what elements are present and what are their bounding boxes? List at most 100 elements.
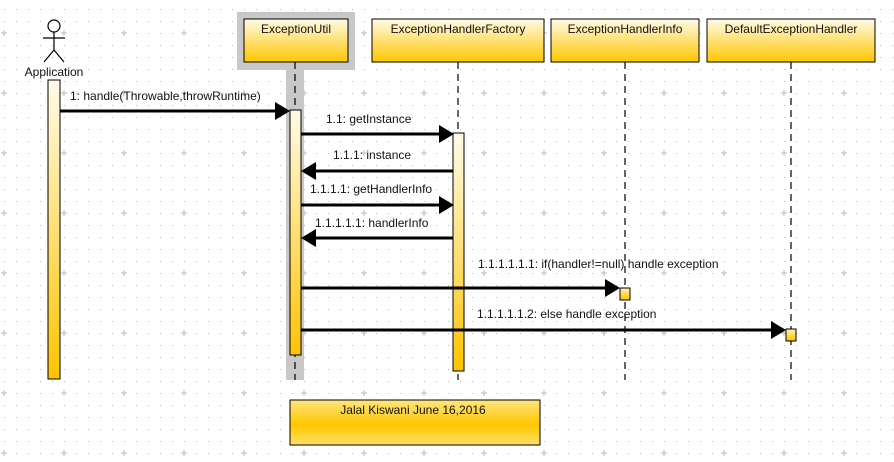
author-note[interactable]: Jalal Kiswani June 16,2016 — [289, 399, 541, 446]
grid-dot — [40, 309, 41, 310]
grid-dot — [28, 405, 29, 406]
message-1[interactable]: 1: handle(Throwable,throwRuntime) — [60, 89, 290, 120]
grid-dot — [136, 81, 137, 82]
grid-dot — [256, 189, 257, 190]
grid-dot — [532, 105, 533, 106]
activation-exception-util[interactable] — [289, 109, 302, 356]
participant-exception-util[interactable]: ExceptionUtil — [243, 18, 349, 63]
grid-dot — [292, 381, 293, 382]
message-1-1-1-1-1-1[interactable]: 1.1.1.1.1.1: if(handler!=null) handle ex… — [301, 257, 719, 297]
grid-dot — [328, 93, 329, 94]
grid-dot — [136, 57, 137, 58]
grid-dot — [232, 285, 233, 286]
grid-dot — [196, 333, 197, 334]
grid-dot — [760, 201, 761, 202]
grid-dot — [112, 285, 113, 286]
grid-dot — [760, 261, 761, 262]
grid-dot — [772, 177, 773, 178]
grid-dot — [76, 309, 77, 310]
grid-dot — [340, 357, 341, 358]
grid-dot — [868, 165, 869, 166]
grid-dot — [700, 381, 701, 382]
grid-dot — [700, 309, 701, 310]
actor-application[interactable]: Application — [25, 19, 84, 79]
grid-dot — [868, 237, 869, 238]
grid-dot — [892, 9, 893, 10]
grid-dot — [376, 129, 377, 130]
grid-dot — [388, 357, 389, 358]
message-1-1[interactable]: 1.1: getInstance — [301, 112, 454, 143]
grid-dot — [352, 369, 353, 370]
grid-dot — [664, 345, 665, 346]
activation-default-exception-handler[interactable] — [785, 328, 797, 342]
grid-dot — [556, 69, 557, 70]
grid-dot — [796, 249, 797, 250]
grid-dot — [160, 393, 161, 394]
grid-plus-marker — [721, 210, 727, 216]
grid-dot — [580, 297, 581, 298]
grid-dot — [196, 285, 197, 286]
grid-dot — [580, 441, 581, 442]
grid-dot — [196, 69, 197, 70]
grid-dot — [520, 321, 521, 322]
grid-dot — [880, 213, 881, 214]
message-1-1-1-1-1-2[interactable]: 1.1.1.1.1.2: else handle exception — [301, 307, 786, 339]
grid-dot — [844, 201, 845, 202]
grid-dot — [376, 249, 377, 250]
message-1-1-1-1[interactable]: 1.1.1.1: getHandlerInfo — [301, 182, 454, 214]
grid-dot — [16, 117, 17, 118]
grid-dot — [364, 297, 365, 298]
grid-dot — [736, 381, 737, 382]
grid-dot — [388, 69, 389, 70]
activation-exception-handler-factory[interactable] — [452, 132, 465, 372]
grid-dot — [520, 345, 521, 346]
grid-dot — [400, 381, 401, 382]
grid-dot — [256, 297, 257, 298]
grid-dot — [856, 357, 857, 358]
grid-dot — [820, 261, 821, 262]
grid-dot — [4, 69, 5, 70]
activation-exception-handler-info[interactable] — [619, 287, 631, 301]
grid-dot — [880, 441, 881, 442]
grid-dot — [772, 417, 773, 418]
grid-dot — [316, 321, 317, 322]
grid-dot — [148, 57, 149, 58]
activation-application[interactable] — [47, 79, 61, 380]
grid-dot — [700, 165, 701, 166]
grid-dot — [616, 441, 617, 442]
grid-dot — [784, 165, 785, 166]
message-1-1-1[interactable]: 1.1.1: instance — [301, 148, 453, 180]
grid-dot — [592, 129, 593, 130]
grid-dot — [304, 9, 305, 10]
participant-exception-handler-factory[interactable]: ExceptionHandlerFactory — [371, 18, 545, 63]
grid-dot — [376, 285, 377, 286]
grid-dot — [628, 249, 629, 250]
grid-dot — [832, 297, 833, 298]
grid-dot — [844, 141, 845, 142]
grid-dot — [628, 429, 629, 430]
grid-dot — [76, 441, 77, 442]
grid-dot — [148, 237, 149, 238]
grid-dot — [352, 297, 353, 298]
participant-default-exception-handler[interactable]: DefaultExceptionHandler — [706, 18, 876, 63]
grid-dot — [556, 321, 557, 322]
message-1-1-1-1-1[interactable]: 1.1.1.1.1: handlerInfo — [301, 216, 453, 247]
grid-dot — [484, 141, 485, 142]
grid-plus-marker — [61, 450, 67, 456]
grid-dot — [364, 117, 365, 118]
grid-dot — [856, 441, 857, 442]
grid-dot — [772, 453, 773, 454]
grid-dot — [196, 177, 197, 178]
grid-dot — [256, 225, 257, 226]
grid-dot — [340, 369, 341, 370]
grid-dot — [628, 309, 629, 310]
grid-dot — [316, 381, 317, 382]
grid-dot — [868, 297, 869, 298]
grid-dot — [88, 105, 89, 106]
grid-dot — [688, 417, 689, 418]
grid-dot — [688, 429, 689, 430]
participant-exception-handler-info[interactable]: ExceptionHandlerInfo — [550, 18, 700, 63]
grid-dot — [676, 417, 677, 418]
grid-dot — [424, 249, 425, 250]
